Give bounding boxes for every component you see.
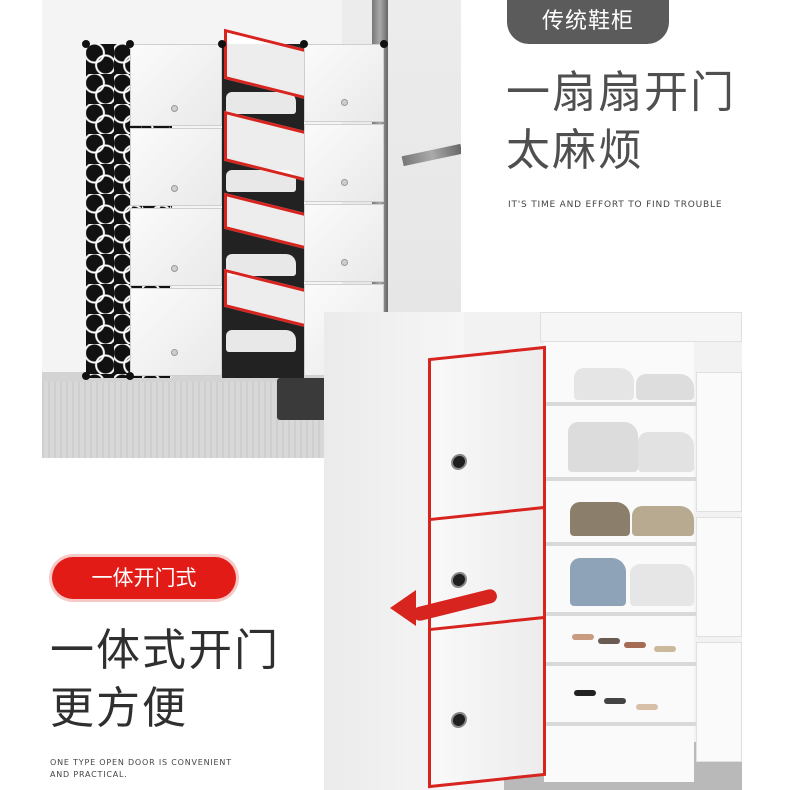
sneaker bbox=[630, 564, 694, 606]
connector bbox=[82, 372, 90, 380]
cabinet-door bbox=[130, 128, 222, 206]
shoe bbox=[226, 170, 296, 192]
door-pull-hole bbox=[451, 571, 467, 589]
high-heel bbox=[604, 698, 626, 704]
high-heel bbox=[636, 704, 658, 710]
shoe bbox=[226, 92, 296, 114]
connector bbox=[82, 40, 90, 48]
bottom-headline-line1: 一体式开门 bbox=[50, 625, 280, 676]
one-piece-door-badge: 一体开门式 bbox=[52, 557, 236, 599]
high-heel bbox=[574, 690, 596, 696]
cabinet-door bbox=[304, 124, 384, 202]
bottom-subtitle-line2: AND PRACTICAL. bbox=[50, 770, 128, 779]
side-cabinet bbox=[696, 517, 742, 637]
cabinet-door bbox=[130, 44, 222, 126]
bottom-headline-line2: 更方便 bbox=[50, 683, 188, 734]
one-piece-door-lower bbox=[428, 615, 546, 789]
loafer bbox=[632, 506, 694, 536]
connector bbox=[218, 40, 226, 48]
one-piece-door-cabinet-photo bbox=[324, 312, 742, 790]
sneaker bbox=[568, 422, 638, 472]
sneaker bbox=[638, 432, 694, 472]
cabinet-door bbox=[304, 204, 384, 282]
shelf bbox=[546, 542, 696, 546]
shelf bbox=[546, 662, 696, 666]
bottom-subtitle-line1: ONE TYPE OPEN DOOR IS CONVENIENT bbox=[50, 758, 232, 767]
shelf bbox=[546, 477, 696, 481]
sneaker bbox=[570, 558, 626, 606]
door-pull-hole bbox=[451, 453, 467, 471]
connector bbox=[380, 40, 388, 48]
cabinet-top bbox=[540, 312, 742, 342]
side-cabinet bbox=[696, 372, 742, 512]
lamp-arm bbox=[401, 143, 461, 167]
top-headline-line2: 太麻烦 bbox=[506, 125, 644, 176]
top-subtitle: IT'S TIME AND EFFORT TO FIND TROUBLE bbox=[508, 200, 723, 210]
open-direction-arrow-icon bbox=[390, 590, 416, 626]
traditional-cabinet-badge: 传统鞋柜 bbox=[507, 0, 669, 44]
shoe bbox=[226, 330, 296, 352]
one-piece-door-upper bbox=[428, 345, 546, 531]
cabinet-door bbox=[304, 44, 384, 122]
shoe bbox=[226, 254, 296, 276]
loafer bbox=[570, 502, 630, 536]
cabinet-door bbox=[130, 208, 222, 286]
cabinet-door bbox=[130, 288, 222, 376]
door-pull-hole bbox=[451, 711, 467, 729]
high-heel bbox=[654, 646, 676, 652]
high-heel bbox=[598, 638, 620, 644]
shelf bbox=[546, 722, 696, 726]
sneaker bbox=[574, 368, 634, 400]
connector bbox=[126, 372, 134, 380]
top-headline-line1: 一扇扇开门 bbox=[506, 67, 736, 118]
connector bbox=[126, 40, 134, 48]
sneaker bbox=[636, 374, 694, 400]
side-cabinet bbox=[696, 642, 742, 762]
connector bbox=[300, 40, 308, 48]
shelf bbox=[546, 612, 696, 616]
high-heel bbox=[572, 634, 594, 640]
high-heel bbox=[624, 642, 646, 648]
shelf bbox=[546, 402, 696, 406]
